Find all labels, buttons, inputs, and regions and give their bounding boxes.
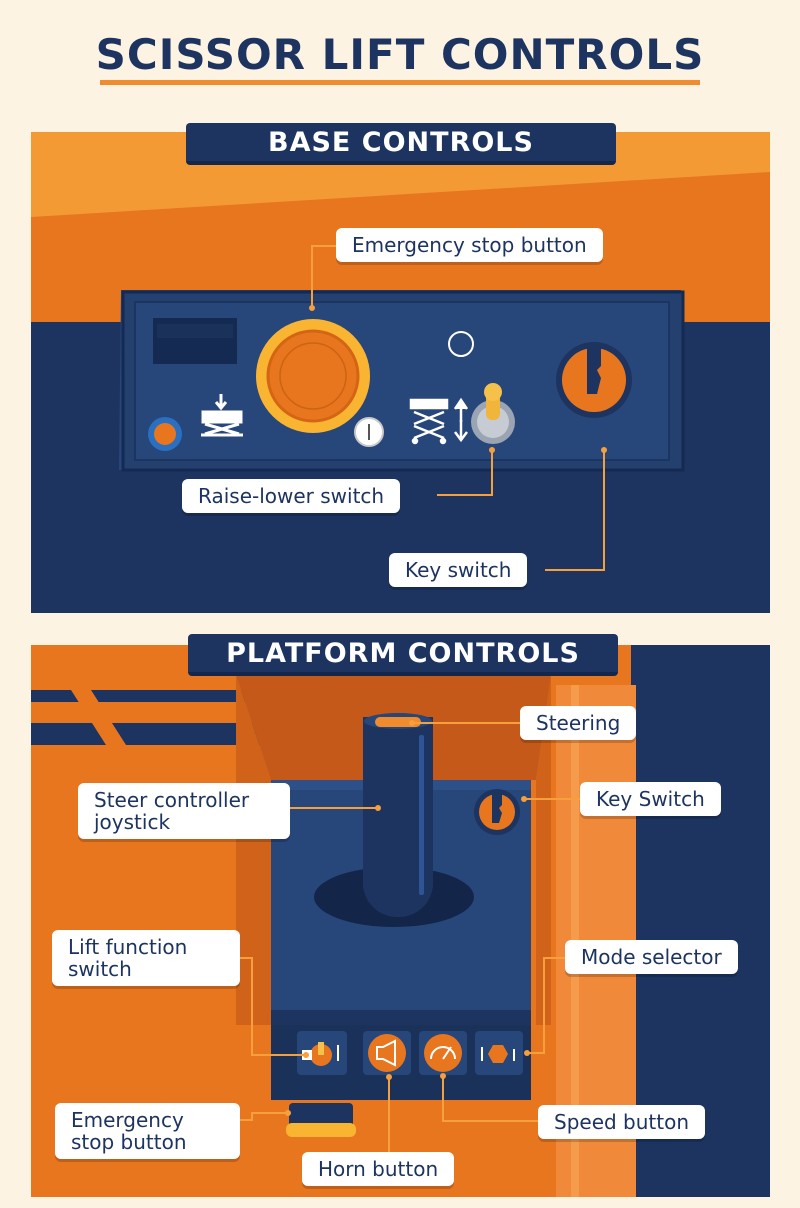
- callout-lift-function-switch: Lift function switch: [52, 930, 240, 986]
- speed-button: [419, 1031, 467, 1075]
- callout-raise-lower-switch: Raise-lower switch: [182, 479, 401, 513]
- lower-platform-icon: [201, 394, 243, 437]
- base-controls-banner: BASE CONTROLS: [186, 123, 616, 165]
- horn-button: [363, 1031, 411, 1075]
- base-raise-lower-toggle: [471, 383, 515, 444]
- platform-key-switch: [474, 789, 520, 835]
- callout-speed-button: Speed button: [538, 1105, 706, 1139]
- callout-base-emergency-stop: Emergency stop button: [336, 228, 603, 262]
- lift-function-switch: [297, 1031, 347, 1075]
- callout-platform-key-switch: Key Switch: [580, 782, 721, 816]
- title-underline: [100, 80, 700, 85]
- page-title: SCISSOR LIFT CONTROLS: [95, 30, 705, 79]
- platform-controls-banner: PLATFORM CONTROLS: [188, 634, 618, 676]
- mode-selector: [475, 1031, 523, 1075]
- platform-emergency-stop-button: [286, 1103, 356, 1137]
- steering-rocker: [375, 717, 421, 727]
- base-controls-illustration: [31, 132, 770, 613]
- steer-controller-joystick: [363, 713, 433, 917]
- base-emergency-stop-button: [256, 319, 370, 433]
- base-controls-panel: [31, 132, 770, 613]
- callout-platform-emergency-stop: Emergency stop button: [55, 1103, 240, 1159]
- callout-steer-controller-joystick: Steer controller joystick: [78, 783, 290, 839]
- callout-mode-selector: Mode selector: [565, 940, 738, 974]
- base-hour-meter-dial: [354, 417, 384, 447]
- raise-lower-scissor-icon: [409, 397, 469, 445]
- base-key-switch: [556, 342, 632, 418]
- callout-steering: Steering: [520, 706, 637, 740]
- base-mount-hole: [448, 331, 474, 357]
- base-small-indicator-button: [148, 417, 182, 451]
- callout-base-key-switch: Key switch: [389, 553, 528, 587]
- callout-horn-button: Horn button: [302, 1152, 455, 1186]
